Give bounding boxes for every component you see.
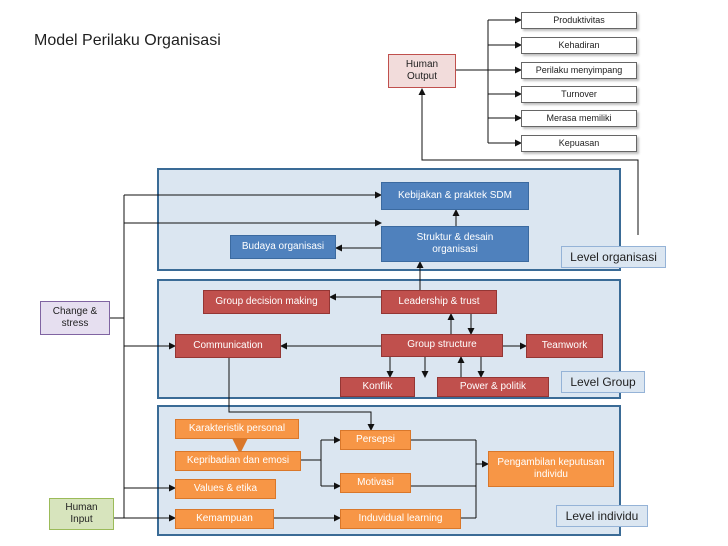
- communication-box: Communication: [175, 334, 281, 358]
- konflik-box: Konflik: [340, 377, 415, 397]
- pengambilan-box: Pengambilan keputusan individu: [488, 451, 614, 487]
- output-kehadiran: Kehadiran: [521, 37, 637, 54]
- learning-box: Induvidual learning: [340, 509, 461, 529]
- human-input-box: Human Input: [49, 498, 114, 530]
- output-produktivitas: Produktivitas: [521, 12, 637, 29]
- leadership-box: Leadership & trust: [381, 290, 497, 314]
- output-kepuasan: Kepuasan: [521, 135, 637, 152]
- budaya-box: Budaya organisasi: [230, 235, 336, 259]
- output-turnover: Turnover: [521, 86, 637, 103]
- kebijakan-box: Kebijakan & praktek SDM: [381, 182, 529, 210]
- human-output-box: Human Output: [388, 54, 456, 88]
- struktur-box: Struktur & desain organisasi: [381, 226, 529, 262]
- level-individu-label: Level individu: [556, 505, 648, 527]
- level-group-label: Level Group: [561, 371, 645, 393]
- values-box: Values & etika: [175, 479, 276, 499]
- output-perilaku-menyimpang: Perilaku menyimpang: [521, 62, 637, 79]
- group-structure-box: Group structure: [381, 334, 503, 357]
- kepribadian-box: Kepribadian dan emosi: [175, 451, 301, 471]
- output-merasa-memiliki: Merasa memiliki: [521, 110, 637, 127]
- change-stress-box: Change & stress: [40, 301, 110, 335]
- level-organisasi-label: Level organisasi: [561, 246, 666, 268]
- diagram-title: Model Perilaku Organisasi: [34, 32, 221, 49]
- motivasi-box: Motivasi: [340, 473, 411, 493]
- teamwork-box: Teamwork: [526, 334, 603, 358]
- karakteristik-box: Karakteristik personal: [175, 419, 299, 439]
- group-decision-box: Group decision making: [203, 290, 330, 314]
- kemampuan-box: Kemampuan: [175, 509, 274, 529]
- power-box: Power & politik: [437, 377, 549, 397]
- persepsi-box: Persepsi: [340, 430, 411, 450]
